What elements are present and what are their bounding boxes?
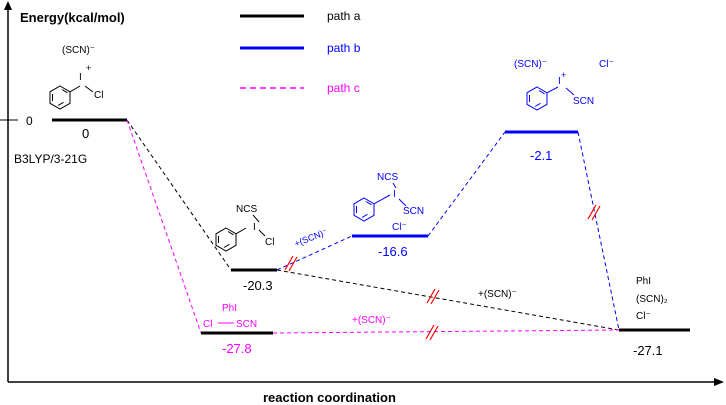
energy-path-b-2: -2.1 [530, 148, 552, 163]
energy-product: -27.1 [633, 343, 663, 358]
break-mark-c [425, 324, 439, 341]
start-benzene-ring [49, 85, 94, 110]
axes [0, 1, 724, 386]
y-axis-label: Energy(kcal/mol) [20, 10, 125, 25]
species-path-b-intermediate-1: NCS I SCN Cl⁻ [353, 172, 424, 233]
b2-charge-label: + [561, 70, 566, 80]
species-product: PhI (SCN)₂ Cl⁻ [636, 276, 668, 322]
c-chlorine-label: Cl [203, 319, 212, 330]
start-iodine-label: I [79, 72, 82, 83]
species-path-a-intermediate: NCS I Cl [215, 204, 274, 252]
b1-benzene-ring [353, 182, 407, 222]
start-chlorine-label: Cl [94, 90, 103, 101]
legend: path a path b path c [240, 9, 361, 95]
zero-tick-label: 0 [26, 114, 33, 128]
c-phi-label: PhI [222, 303, 237, 314]
a-iodine-label: I [253, 222, 256, 233]
break-mark-a [426, 288, 440, 305]
b1-scn-label: SCN [403, 206, 424, 217]
b1-chloride-label: Cl⁻ [392, 222, 407, 233]
connector-a1 [126, 119, 232, 271]
method-label: B3LYP/3-21G [14, 152, 87, 166]
a-ncs-label: NCS [236, 204, 257, 215]
species-path-c-intermediate: PhI Cl SCN [203, 303, 257, 330]
legend-label-path-c: path c [327, 81, 360, 95]
x-axis-arrow [714, 378, 724, 386]
energy-start: 0 [82, 126, 89, 141]
start-charge-label: + [86, 63, 91, 73]
a-chlorine-label: Cl [265, 237, 274, 248]
energy-path-b-1: -16.6 [378, 244, 408, 259]
break-mark-b3 [587, 204, 601, 221]
b1-iodine-label: I [393, 189, 396, 200]
break-marks [284, 204, 601, 341]
connector-b3 [577, 131, 620, 331]
species-path-b-intermediate-2: (SCN)⁻ Cl⁻ I + SCN [514, 59, 614, 111]
connector-b2 [427, 131, 506, 237]
energy-levels [52, 118, 690, 335]
annotation-path-b-add: +(SCN)⁻ [293, 226, 329, 248]
connectors [126, 119, 620, 334]
product-chloride-label: Cl⁻ [636, 311, 651, 322]
b2-anion-label: (SCN)⁻ [514, 59, 547, 70]
annotation-path-c-add: +(SCN)⁻ [352, 315, 391, 326]
connector-c1 [126, 119, 202, 334]
break-mark-b1 [284, 255, 298, 272]
c-scn-label: SCN [236, 319, 257, 330]
species-start: (SCN)⁻ I + Cl [49, 45, 103, 110]
energy-path-a: -20.3 [243, 278, 273, 293]
legend-label-path-b: path b [327, 41, 361, 55]
annotation-path-a-add: +(SCN)⁻ [478, 289, 517, 300]
product-scn2-label: (SCN)₂ [636, 294, 668, 305]
energy-path-c: -27.8 [222, 341, 252, 356]
b2-iodine-label: I [558, 76, 561, 87]
a-benzene-ring [215, 214, 266, 252]
product-phi-label: PhI [636, 276, 651, 287]
b1-ncs-label: NCS [377, 172, 398, 183]
connector-a2 [276, 269, 620, 331]
b2-benzene-ring [526, 86, 575, 111]
x-axis-label: reaction coordination [263, 390, 396, 405]
start-anion-label: (SCN)⁻ [62, 45, 95, 56]
legend-label-path-a: path a [327, 9, 361, 23]
b2-chloride-label: Cl⁻ [599, 59, 614, 70]
connector-c2 [272, 329, 620, 334]
y-axis-arrow [4, 1, 12, 10]
b2-scn-label: SCN [573, 96, 594, 107]
